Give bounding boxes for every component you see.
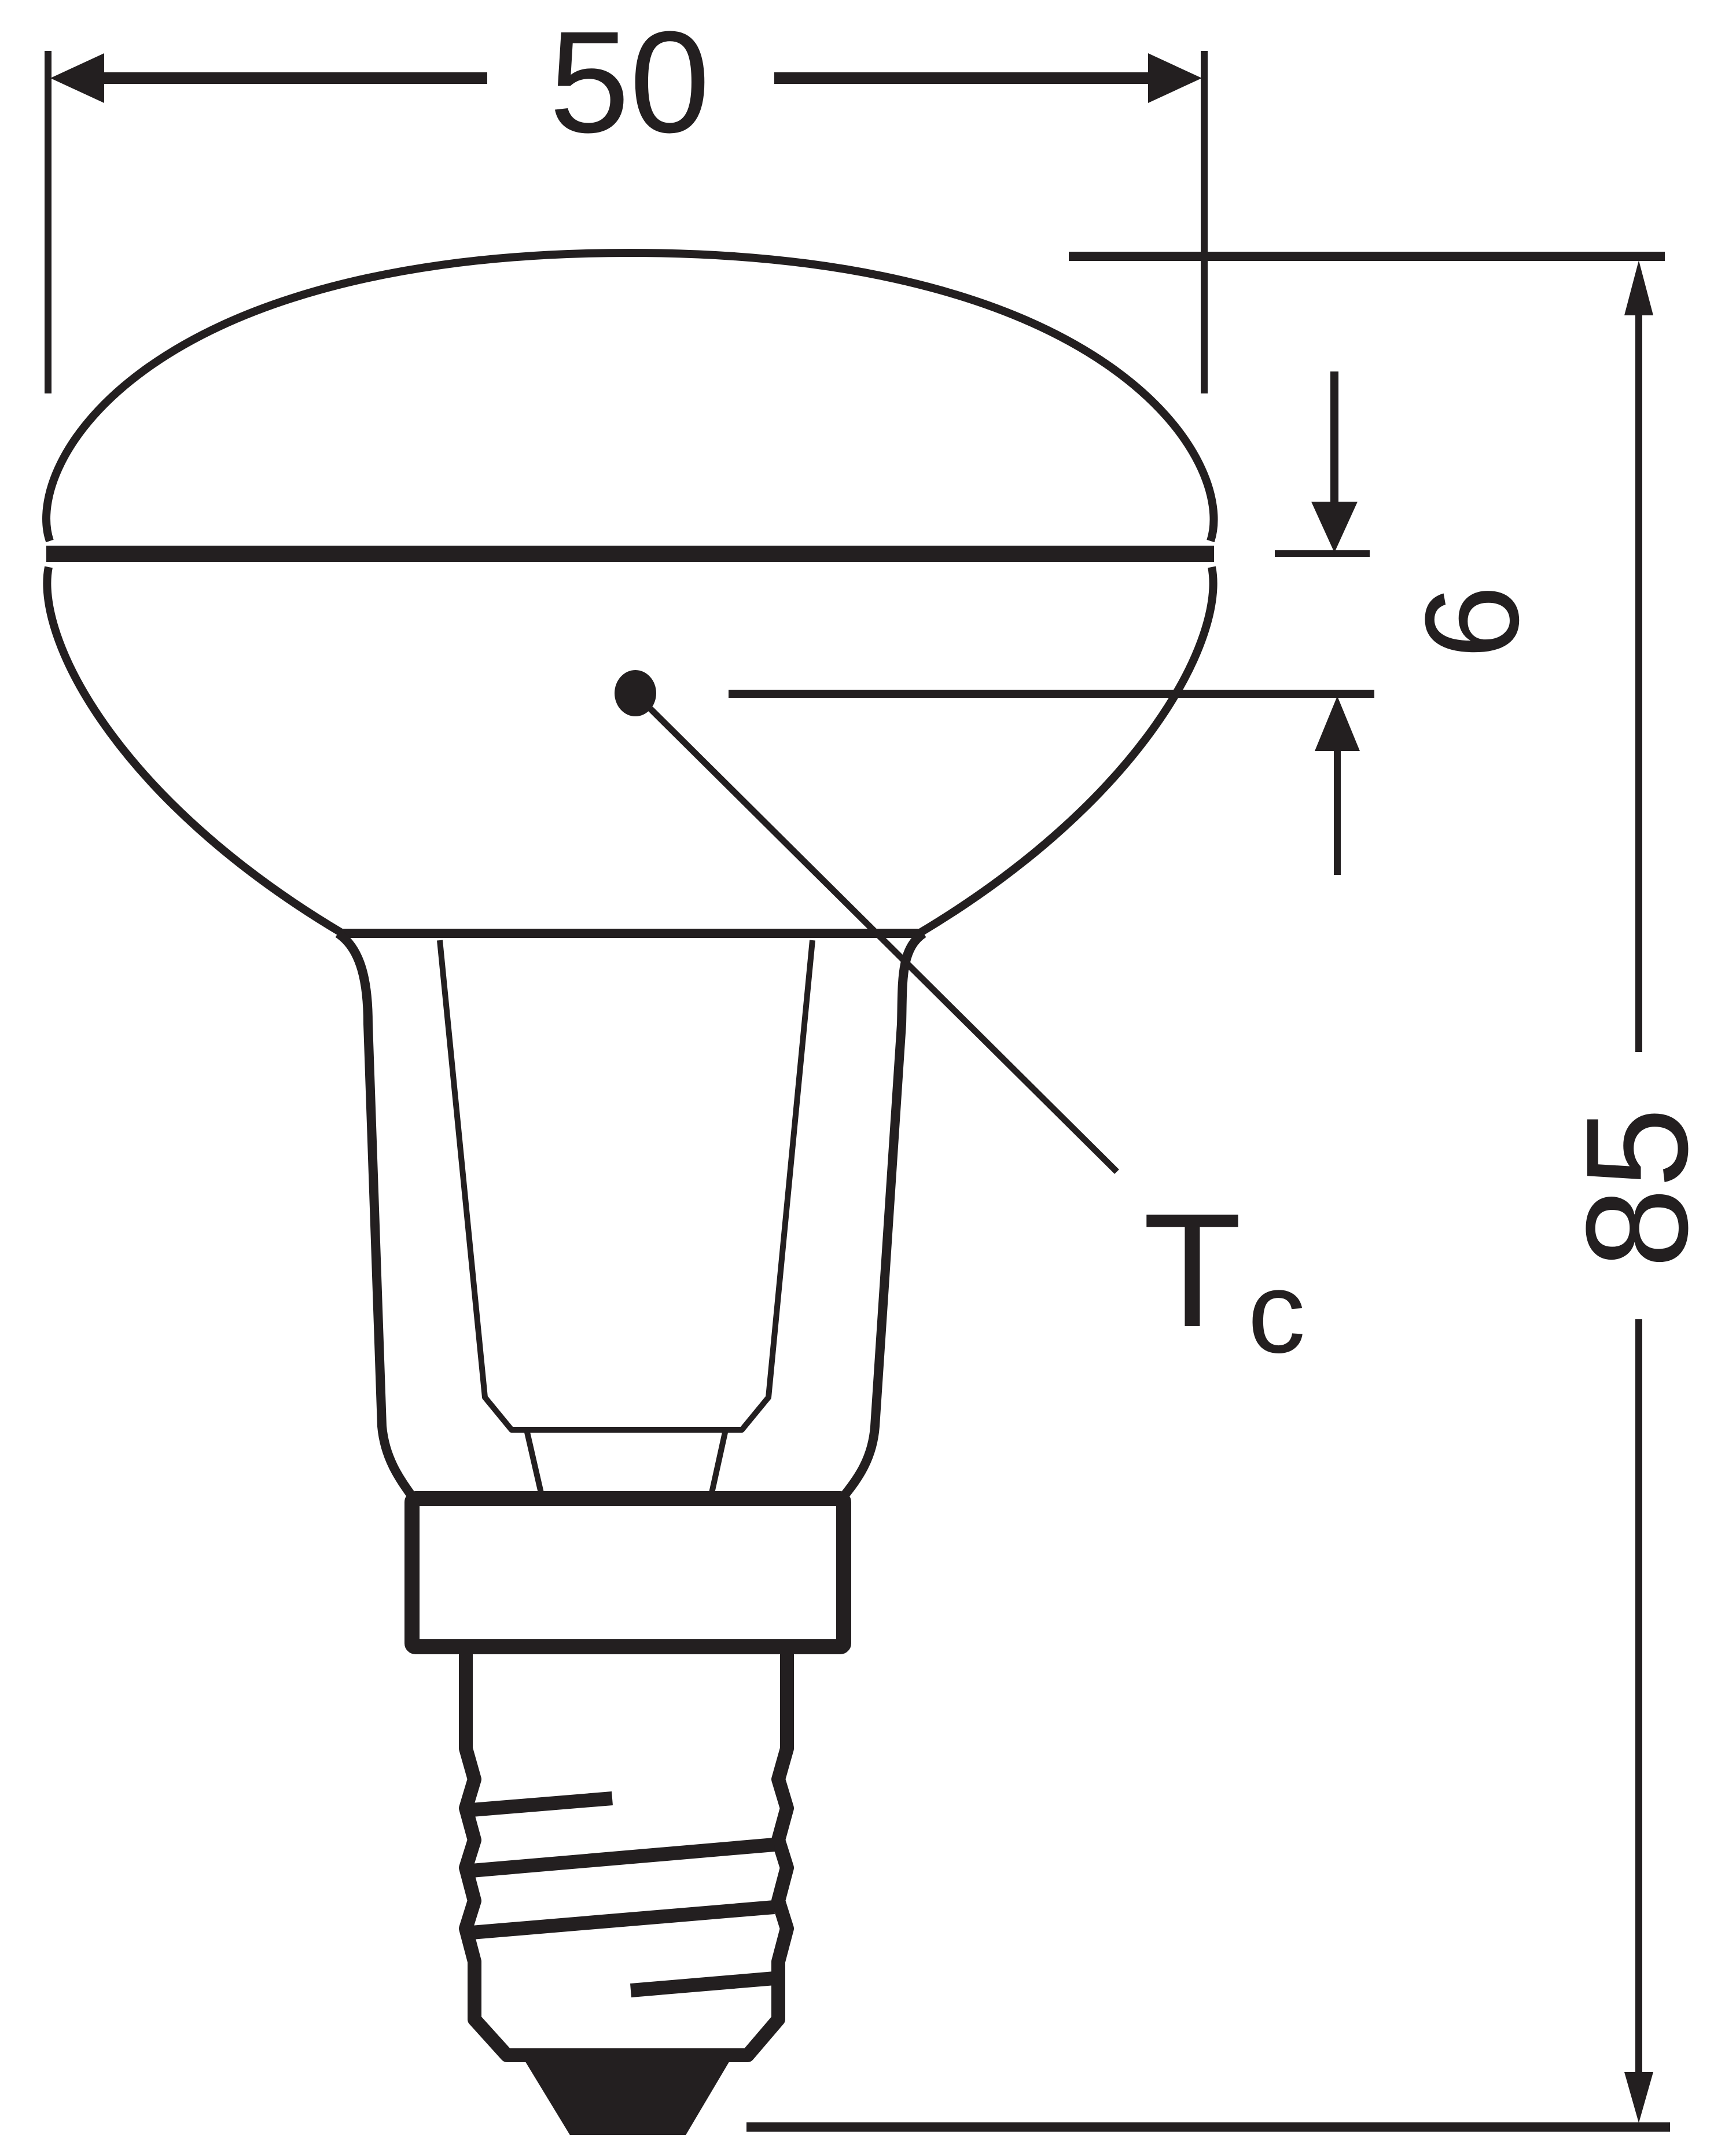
neck-left (335, 929, 416, 1499)
lamp-outline (42, 249, 1218, 2135)
tc-offset-value: 6 (1397, 585, 1546, 659)
inner-leg-right (709, 1429, 729, 1494)
length-dim-value: 85 (1556, 1107, 1717, 1268)
arrow-left-icon (50, 53, 104, 103)
width-dimension: 50 (45, 1, 1208, 393)
collar (404, 1491, 851, 1654)
tc-point-icon (615, 670, 656, 716)
inner-leg-left (524, 1429, 544, 1494)
neck-right (840, 929, 926, 1500)
tc-label: Tc (1143, 1180, 1305, 1377)
reflector-bowl-left (43, 566, 344, 937)
tc-marker: Tc (615, 670, 1305, 1377)
screw-base (459, 1654, 794, 2062)
width-dim-value: 50 (549, 1, 710, 163)
arrow-right-icon (1148, 53, 1202, 103)
thread-2 (470, 1838, 775, 1878)
reflector-bowl-right (918, 566, 1218, 937)
arrow-up-icon (1315, 696, 1360, 751)
arrow-up-icon (1624, 260, 1653, 315)
arrow-down-icon (1311, 502, 1358, 553)
tc-label-main: T (1143, 1180, 1242, 1361)
tc-offset-dimension: 6 (729, 371, 1546, 875)
foot-contact (524, 2060, 730, 2135)
reflector-dome (42, 249, 1218, 543)
arrow-down-icon (1624, 2072, 1653, 2123)
tc-label-subscript: c (1248, 1248, 1305, 1377)
inner-cone (437, 940, 815, 1433)
tc-leader-line (648, 706, 1119, 1174)
length-dimension: 85 (746, 252, 1717, 2132)
thread-3 (470, 1900, 775, 1940)
thread-1 (471, 1791, 613, 1817)
thread-4 (630, 1971, 775, 1997)
